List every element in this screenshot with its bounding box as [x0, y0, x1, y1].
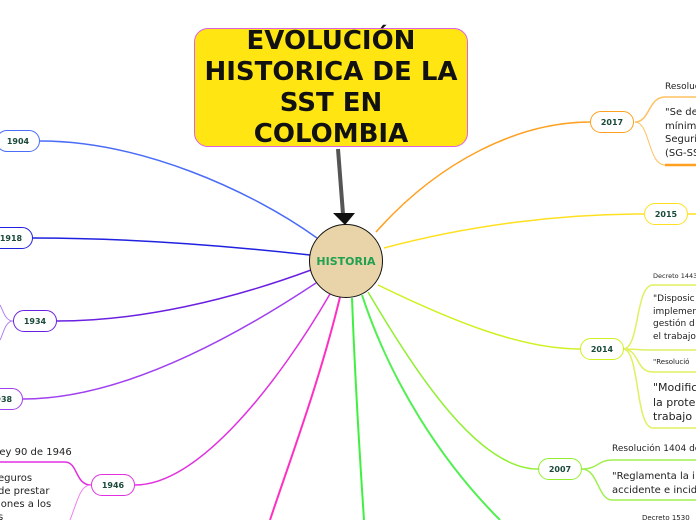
text-line: accidente e incid [612, 485, 696, 496]
law-1946-title: Ley 90 de 1946 [0, 447, 72, 458]
text-line: la protec [653, 395, 696, 409]
law-1946-body: eguros de prestar iones a los s [0, 472, 51, 524]
year-node-2015[interactable]: 2015 [644, 203, 688, 225]
link-1946 [134, 293, 331, 486]
year-node-2014[interactable]: 2014 [580, 338, 624, 360]
year-node-2007[interactable]: 2007 [538, 458, 582, 480]
text-line: "Reglamenta la i [612, 471, 695, 482]
text-line: mínim [665, 120, 696, 132]
law-2017-title: Resoluc [665, 82, 696, 92]
link-2014 [377, 284, 581, 350]
law-2007-title: Resolución 1404 de [612, 444, 696, 454]
title-arrow [336, 148, 345, 215]
text-line: "Modific [653, 381, 696, 394]
year-node-1904[interactable]: 1904 [0, 130, 40, 152]
title-node[interactable]: EVOLUCIÓN HISTORICA DE LA SST EN COLOMBI… [194, 26, 468, 149]
text-line: Seguri [665, 134, 696, 145]
decree-label: Decreto 1530 [642, 514, 690, 522]
law-2014-body-1: "Disposic implemen gestión d el trabajo [653, 293, 696, 343]
link-2015 [383, 213, 645, 249]
link-2017 [375, 121, 591, 233]
law-2014-title-2: "Resolució [653, 358, 690, 366]
text-line: "Se de [665, 107, 696, 118]
law-2007-body: "Reglamenta la i accidente e incid [612, 470, 696, 498]
year-node-1934[interactable]: 1934 [13, 310, 57, 332]
text-line: trabajo e [653, 410, 696, 423]
year-node-1946[interactable]: 1946 [91, 474, 135, 496]
year-node-1938[interactable]: 1938 [0, 388, 23, 410]
year-node-1918[interactable]: 1918 [0, 227, 33, 249]
link-2007 [367, 291, 539, 470]
law-2017-body: "Se de mínim Seguri (SG-SS [665, 106, 696, 160]
link-1938 [22, 282, 317, 400]
text-line: (SG-SS [665, 147, 696, 159]
law-2014-body-2: "Modific la protec trabajo e [653, 381, 696, 425]
text-line: s [0, 512, 4, 523]
link-1934 [56, 269, 312, 322]
text-line: implemen [653, 306, 696, 317]
year-node-2017[interactable]: 2017 [590, 111, 634, 133]
arrowhead-icon [333, 213, 355, 225]
link-down-1 [269, 296, 341, 520]
law-2014-title-1: Decreto 1443 [653, 272, 696, 280]
text-line: gestión d [653, 319, 695, 329]
link-1918 [32, 237, 311, 256]
link-down-2 [351, 297, 365, 520]
link-down-3 [361, 294, 501, 520]
text-line: iones a los [0, 499, 52, 510]
text-line: el trabajo [653, 331, 696, 342]
text-line: de prestar [0, 486, 50, 497]
text-line: "Disposic [653, 294, 695, 304]
text-line: eguros [0, 473, 33, 484]
link-1904 [39, 140, 318, 239]
center-node-historia[interactable]: HISTORIA [309, 224, 383, 298]
